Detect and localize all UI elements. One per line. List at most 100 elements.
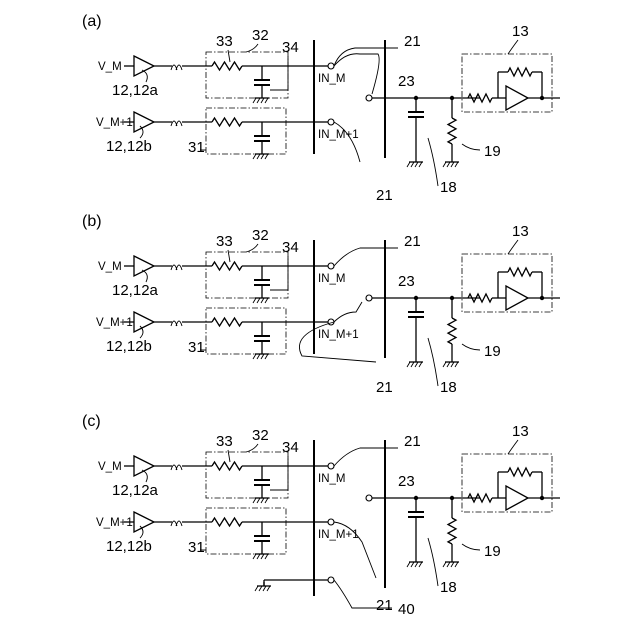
line-break-mark bbox=[171, 121, 182, 126]
filter-box-bottom bbox=[206, 308, 286, 354]
leader-wire-bottom bbox=[299, 322, 376, 362]
driver-buffer-top bbox=[134, 456, 154, 476]
ref-resistor: 33 bbox=[216, 33, 233, 50]
op-amp-triangle bbox=[506, 486, 528, 510]
amp-input-resistor bbox=[468, 294, 492, 302]
panel-label: (b) bbox=[82, 213, 102, 230]
leader-cap-18 bbox=[428, 338, 438, 386]
amp-input-resistor bbox=[468, 94, 492, 102]
ground-pin-ground bbox=[255, 582, 271, 591]
leader-wire-top bbox=[334, 48, 398, 66]
leader-amp bbox=[508, 440, 518, 454]
filter-ground-bottom bbox=[253, 350, 269, 359]
ref-wire-bottom: 21 bbox=[376, 379, 393, 396]
pin-bottom bbox=[328, 119, 334, 125]
leader-wire-bottom bbox=[334, 122, 360, 162]
circuit-panel-c: (c)V_MV_M+112,12a12,12b33323431IN_MIN_M+… bbox=[82, 413, 560, 618]
pin-top bbox=[328, 463, 334, 469]
ref-resistor: 33 bbox=[216, 433, 233, 450]
filter-capacitor-top bbox=[254, 266, 270, 294]
ref-driver-top: 12,12a bbox=[112, 482, 159, 499]
signal-label-top: V_M bbox=[98, 61, 122, 73]
filter-ground-bottom bbox=[253, 150, 269, 159]
filter-resistor-top bbox=[212, 62, 242, 70]
driver-buffer-top bbox=[134, 256, 154, 276]
filter-resistor-bottom bbox=[212, 318, 242, 326]
resistor-19 bbox=[448, 318, 456, 344]
filter-box-bottom bbox=[206, 508, 286, 554]
ref-wire-bottom: 21 bbox=[376, 597, 393, 614]
ground-pin bbox=[328, 577, 334, 583]
ground-19 bbox=[443, 558, 459, 567]
filter-capacitor-top bbox=[254, 66, 270, 94]
line-break-mark bbox=[171, 521, 182, 526]
ref-node: 23 bbox=[398, 73, 415, 90]
leader-amp bbox=[508, 240, 518, 254]
filter-resistor-bottom bbox=[212, 518, 242, 526]
leader-cap-18 bbox=[428, 538, 438, 586]
jumper-wire-bottom bbox=[334, 302, 362, 322]
ref-node: 23 bbox=[398, 273, 415, 290]
filter-box-top bbox=[206, 252, 288, 298]
leader-filter-top bbox=[246, 444, 258, 452]
ref-capacitor: 34 bbox=[282, 239, 299, 256]
leader-filter-top bbox=[246, 44, 258, 52]
ref-cap-18: 18 bbox=[440, 179, 457, 196]
leader-capacitor bbox=[270, 456, 288, 490]
ref-capacitor: 34 bbox=[282, 39, 299, 56]
ref-driver-bottom: 12,12b bbox=[106, 538, 152, 555]
signal-label-bottom: V_M+1 bbox=[96, 317, 133, 329]
circuit-panel-b: (b)V_MV_M+112,12a12,12b33323431IN_MIN_M+… bbox=[82, 213, 560, 396]
filter-resistor-top bbox=[212, 262, 242, 270]
node-23-terminal bbox=[366, 495, 372, 501]
filter-ground-top bbox=[253, 294, 269, 303]
line-break-mark bbox=[171, 65, 182, 70]
op-amp-triangle bbox=[506, 86, 528, 110]
ref-driver-bottom: 12,12b bbox=[106, 138, 152, 155]
filter-capacitor-top bbox=[254, 466, 270, 494]
filter-ground-top bbox=[253, 494, 269, 503]
capacitor-18 bbox=[408, 98, 424, 126]
ref-res-19: 19 bbox=[484, 343, 501, 360]
ref-filter-bottom: 31 bbox=[188, 339, 205, 356]
pin-label-bottom: IN_M+1 bbox=[318, 329, 359, 341]
capacitor-18 bbox=[408, 498, 424, 526]
filter-capacitor-bottom bbox=[254, 522, 270, 550]
ground-19 bbox=[443, 158, 459, 167]
leader-filter-top bbox=[246, 244, 258, 252]
leader-amp bbox=[508, 40, 518, 54]
ref-amp: 13 bbox=[512, 23, 529, 40]
panel-label: (c) bbox=[82, 413, 101, 430]
panel-label: (a) bbox=[82, 13, 102, 30]
amplifier-box bbox=[462, 454, 552, 512]
ref-wire-top: 21 bbox=[404, 233, 421, 250]
ref-amp: 13 bbox=[512, 423, 529, 440]
ref-wire-top: 21 bbox=[404, 433, 421, 450]
ref-cap-18: 18 bbox=[440, 379, 457, 396]
filter-capacitor-bottom bbox=[254, 322, 270, 350]
pin-label-top: IN_M bbox=[318, 273, 345, 285]
leader-res-19 bbox=[462, 144, 480, 150]
ref-resistor: 33 bbox=[216, 233, 233, 250]
pin-label-top: IN_M bbox=[318, 73, 345, 85]
node-23-terminal bbox=[366, 95, 372, 101]
ref-driver-bottom: 12,12b bbox=[106, 338, 152, 355]
resistor-19 bbox=[448, 518, 456, 544]
resistor-19 bbox=[448, 118, 456, 144]
amplifier-box bbox=[462, 54, 552, 112]
filter-ground-bottom bbox=[253, 550, 269, 559]
capacitor-18 bbox=[408, 298, 424, 326]
ref-node: 23 bbox=[398, 473, 415, 490]
ref-filter-bottom: 31 bbox=[188, 139, 205, 156]
pin-bottom bbox=[328, 519, 334, 525]
leader-wire-top bbox=[334, 448, 398, 466]
leader-capacitor bbox=[270, 56, 288, 90]
ground-18 bbox=[407, 358, 423, 367]
driver-buffer-bottom bbox=[134, 112, 154, 132]
leader-res-19 bbox=[462, 344, 480, 350]
filter-capacitor-bottom bbox=[254, 122, 270, 150]
ref-wire-bottom: 21 bbox=[376, 187, 393, 204]
filter-resistor-top bbox=[212, 462, 242, 470]
